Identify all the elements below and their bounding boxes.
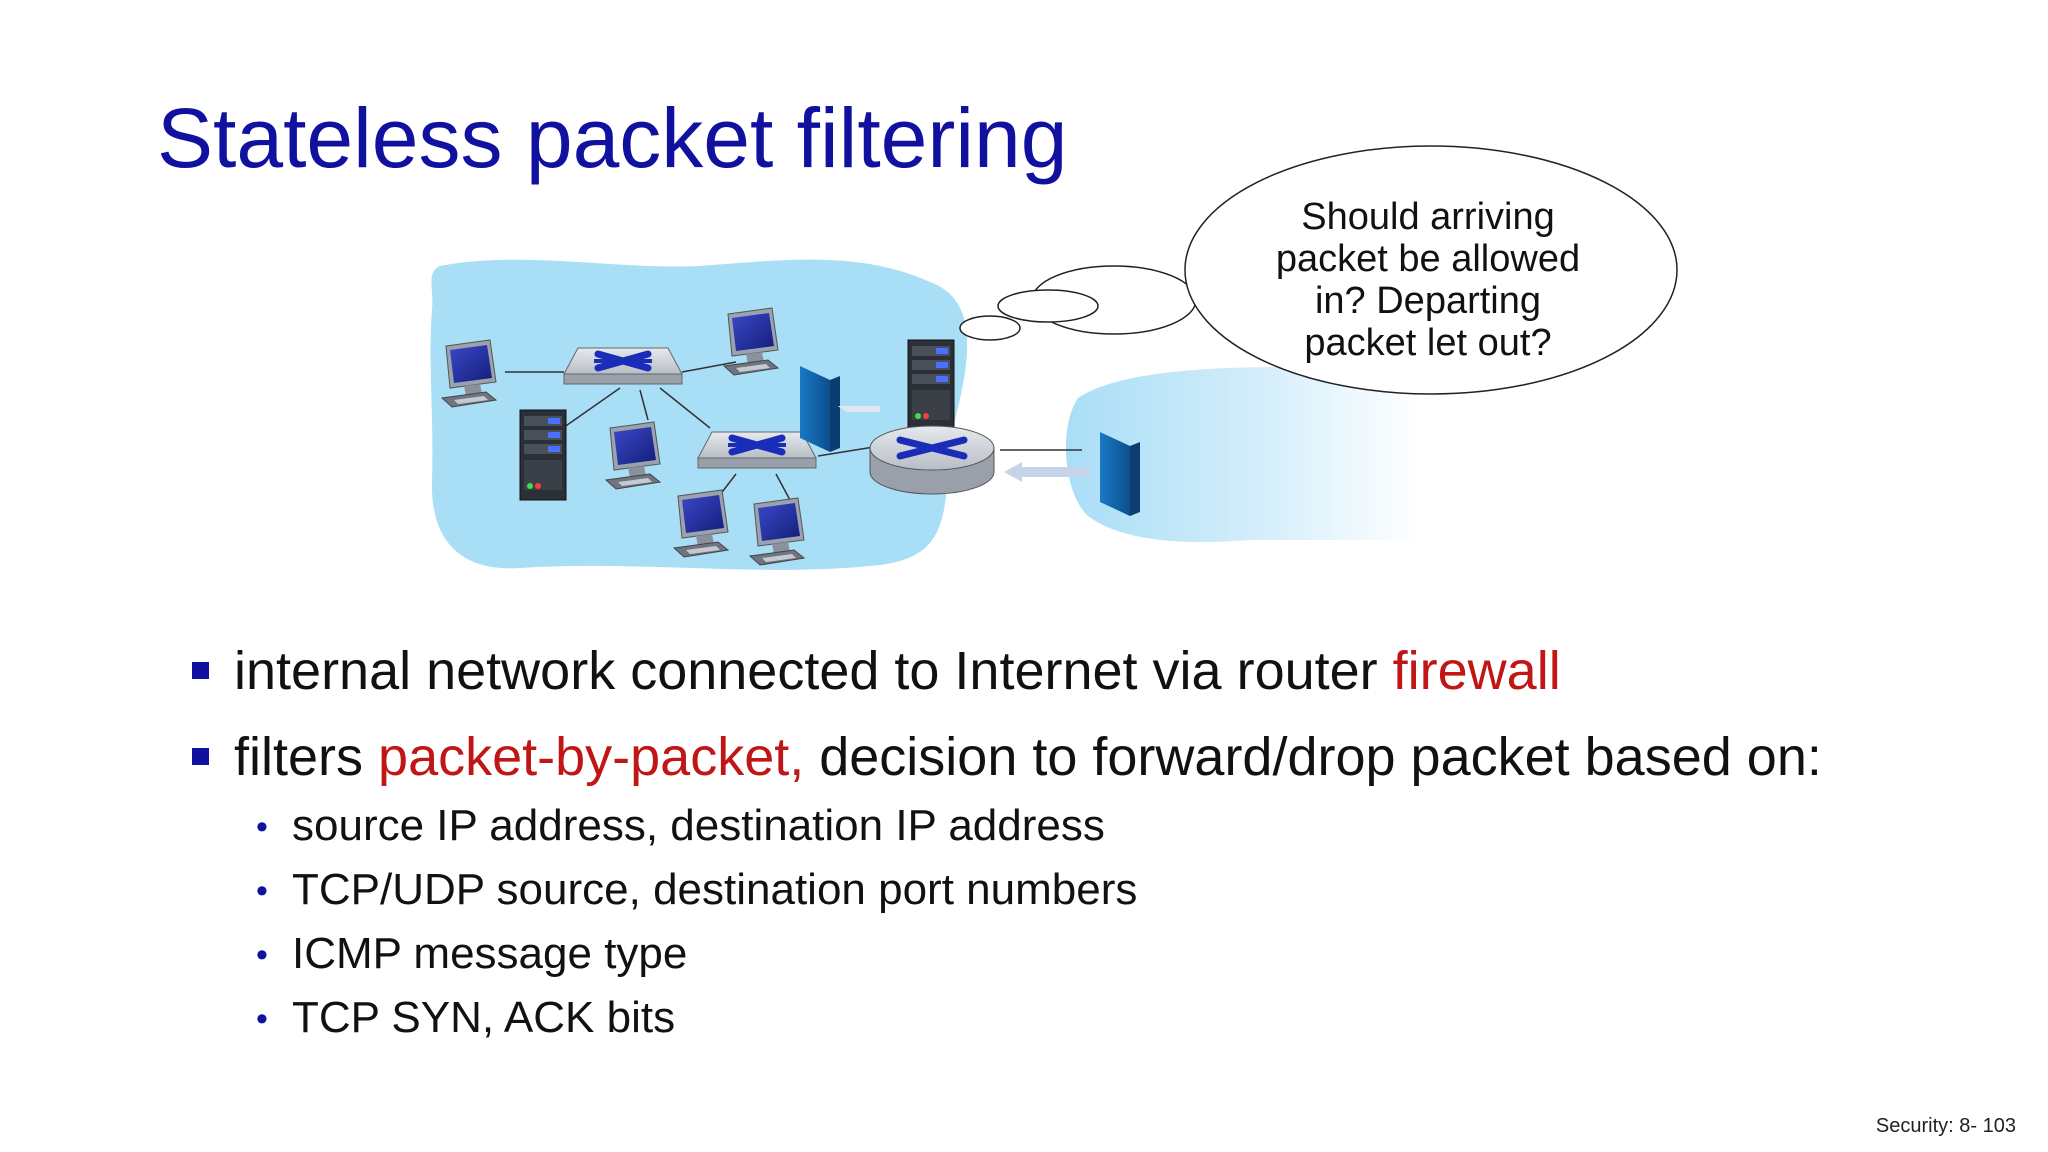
- network-links: [505, 361, 1082, 501]
- network-diagram: [430, 145, 1678, 570]
- external-network-cloud: [1065, 366, 1420, 543]
- thought-bubble-line: packet let out?: [1304, 322, 1552, 364]
- thought-bubble: [959, 145, 1678, 395]
- sub-bullet-marker: •: [256, 1000, 268, 1038]
- bullet-text: filters: [234, 727, 379, 787]
- bullet-marker: [192, 662, 209, 679]
- arrow-left-icon: [1004, 462, 1090, 482]
- firewall-icon: [1100, 432, 1140, 516]
- bullet-item: internal network connected to Internet v…: [192, 641, 1561, 701]
- computer-icon: [605, 421, 661, 490]
- sub-bullet-text: TCP SYN, ACK bits: [292, 993, 676, 1042]
- computer-icon: [441, 339, 497, 408]
- slide-footer: Security: 8- 103: [1875, 1115, 2016, 1137]
- thought-bubble-line: in? Departing: [1314, 280, 1542, 322]
- sub-bullet-text: ICMP message type: [292, 929, 688, 978]
- sub-bullet-item: • ICMP message type: [256, 929, 688, 978]
- sub-bullet-item: • source IP address, destination IP addr…: [256, 801, 1105, 850]
- computer-icon: [749, 497, 805, 566]
- server-icon: [519, 409, 567, 501]
- sub-bullet-text: source IP address, destination IP addres…: [292, 801, 1105, 850]
- thought-bubble-line: packet be allowed: [1275, 238, 1581, 280]
- sub-bullet-text: TCP/UDP source, destination port numbers: [292, 865, 1138, 914]
- switch-icon: [698, 432, 816, 468]
- sub-bullet-marker: •: [256, 936, 268, 974]
- thought-bubble-text: Should arriving packet be allowed in? De…: [1228, 196, 1628, 364]
- firewall-icon: [800, 366, 880, 452]
- thought-bubble-line: Should arriving: [1301, 196, 1555, 238]
- computer-icon: [673, 489, 729, 558]
- router-icon: [869, 425, 995, 495]
- sub-bullet-item: • TCP/UDP source, destination port numbe…: [256, 865, 1138, 914]
- bullet-item: filters packet-by-packet, decision to fo…: [192, 727, 1822, 787]
- sub-bullet-item: • TCP SYN, ACK bits: [256, 993, 676, 1042]
- computer-icon: [723, 307, 779, 376]
- slide-title: Stateless packet filtering: [157, 91, 1068, 185]
- sub-bullet-marker: •: [256, 872, 268, 910]
- sub-bullet-marker: •: [256, 808, 268, 846]
- bullet-text: decision to forward/drop packet based on…: [804, 727, 1822, 787]
- switch-icon: [564, 348, 682, 384]
- highlight-text: packet-by-packet,: [378, 727, 805, 787]
- highlight-text: firewall: [1392, 641, 1561, 701]
- server-icon: [907, 339, 955, 431]
- bullet-text: internal network connected to Internet v…: [234, 641, 1393, 701]
- bullet-marker: [192, 748, 209, 765]
